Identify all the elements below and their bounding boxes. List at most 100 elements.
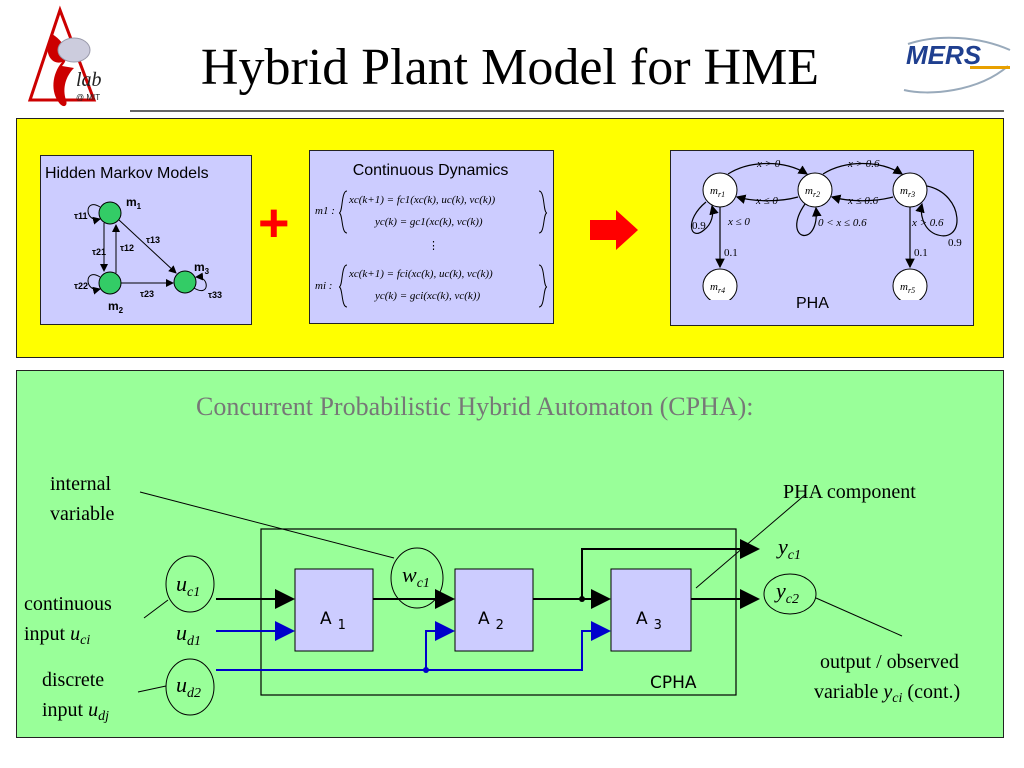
pha-prob-r1-r4: 0.1 bbox=[724, 247, 738, 259]
uc1-ellipse bbox=[165, 555, 215, 613]
signal-uc1: uc1 bbox=[176, 571, 200, 600]
pha-edge-r2-r1 bbox=[735, 194, 799, 204]
continuous-input-label-2: input uci bbox=[24, 623, 90, 648]
wire-yc1 bbox=[581, 539, 760, 599]
hmm-diagram: m1 m3 m2 τ11 τ21 τ12 τ13 τ22 τ23 τ33 bbox=[74, 195, 222, 315]
brace-right-1 bbox=[538, 190, 548, 234]
mode1-output-eq: yc(k) = gc1(xc(k), vc(k)) bbox=[374, 216, 483, 228]
discrete-input-label-1: discrete bbox=[42, 669, 104, 691]
discrete-input-label-2: input udj bbox=[42, 699, 109, 724]
component-a1 bbox=[294, 568, 374, 652]
pha-guard-r2-r3: x > 0.6 bbox=[847, 158, 880, 170]
leader-internal-variable bbox=[139, 491, 395, 559]
pha-guard-r2-r1: x ≤ 0 bbox=[755, 195, 778, 207]
signal-ud2: ud2 bbox=[176, 672, 201, 701]
hmm-tau-23: τ23 bbox=[140, 289, 154, 299]
brace-left-2 bbox=[338, 264, 348, 308]
continuous-input-label-1: continuous bbox=[24, 593, 112, 615]
pha-mode-label-r5: mr5 bbox=[900, 281, 915, 295]
slide-title: Hybrid Plant Model for HME bbox=[200, 39, 820, 96]
pha-mode-label-r4: mr4 bbox=[710, 281, 725, 295]
pha-loop-r2 bbox=[796, 203, 822, 236]
signal-yc2: yc2 bbox=[774, 578, 799, 607]
pha-diagram: mr1 mr2 mr3 mr4 mr5 x > 0 x > 0.6 x ≤ 0 … bbox=[690, 158, 962, 300]
hmm-tau-11: τ11 bbox=[74, 211, 88, 221]
equations-ellipsis: ⋮ bbox=[428, 240, 439, 252]
pha-mode-r5 bbox=[892, 268, 928, 300]
output-label-2: variable yci (cont.) bbox=[814, 681, 960, 706]
hmm-state-m1 bbox=[98, 201, 122, 225]
signal-wc1: wc1 bbox=[402, 562, 430, 591]
plus-sign: + bbox=[258, 193, 290, 253]
mode1-state-eq: xc(k+1) = fc1(xc(k), uc(k), vc(k)) bbox=[348, 194, 495, 206]
leader-continuous-input bbox=[143, 599, 169, 619]
modei-state-eq: xc(k+1) = fci(xc(k), uc(k), vc(k)) bbox=[348, 268, 493, 280]
hmm-edge-13 bbox=[118, 219, 177, 274]
wire-ud2-branch bbox=[425, 621, 455, 670]
hmm-state-label-m3: m3 bbox=[194, 260, 210, 276]
modei-output-eq: yc(k) = gci(xc(k), vc(k)) bbox=[374, 290, 480, 302]
ilab-subtext: @ MIT bbox=[76, 93, 100, 102]
title-divider bbox=[130, 110, 1004, 112]
cpha-heading: Concurrent Probabilistic Hybrid Automato… bbox=[196, 392, 754, 421]
bottom-section-background bbox=[16, 370, 1004, 738]
signal-yc1: yc1 bbox=[776, 534, 801, 563]
hmm-self-loop-3 bbox=[193, 272, 207, 291]
pha-guard-r3-self: x > 0.6 bbox=[911, 217, 944, 229]
hmm-tau-22: τ22 bbox=[74, 281, 88, 291]
output-label-1: output / observed bbox=[820, 651, 959, 673]
pha-edge-r3-r2 bbox=[830, 194, 894, 204]
ud2-ellipse bbox=[165, 658, 215, 716]
junction-dot-blue bbox=[423, 667, 429, 673]
wc1-ellipse bbox=[390, 547, 444, 609]
hmm-state-label-m2: m2 bbox=[108, 299, 124, 315]
pha-prob-r3-self: 0.9 bbox=[948, 237, 962, 249]
hmm-state-m2 bbox=[98, 271, 122, 295]
signal-ud1: ud1 bbox=[176, 620, 201, 649]
pha-guard-r1-self: x ≤ 0 bbox=[727, 216, 750, 228]
brace-right-2 bbox=[538, 264, 548, 308]
cpha-boundary bbox=[260, 528, 737, 696]
hmm-panel bbox=[40, 155, 252, 325]
pha-guard-r1-r2: x > 0 bbox=[756, 158, 781, 170]
pha-guard-r3-r2: x ≤ 0.6 bbox=[847, 195, 879, 207]
internal-variable-label-1: internal bbox=[50, 473, 112, 495]
hmm-tau-21: τ21 bbox=[92, 247, 106, 257]
pha-label: PHA bbox=[796, 295, 829, 312]
internal-variable-label-2: variable bbox=[50, 503, 115, 525]
leader-discrete-input bbox=[137, 685, 167, 693]
right-arrow-icon bbox=[590, 210, 638, 250]
yc2-ellipse bbox=[763, 573, 817, 615]
hmm-self-loop-1 bbox=[87, 204, 101, 225]
mers-logo: MERS bbox=[903, 36, 1011, 94]
hmm-tau-13: τ13 bbox=[146, 235, 160, 245]
junction-dot bbox=[579, 596, 585, 602]
pha-mode-label-r2: mr2 bbox=[805, 185, 820, 199]
pha-component-label: PHA component bbox=[783, 481, 916, 503]
pha-prob-r1-self: 0.9 bbox=[692, 220, 706, 232]
component-a2 bbox=[454, 568, 534, 652]
wire-ud2 bbox=[216, 621, 611, 671]
cpha-box-label: CPHA bbox=[650, 673, 697, 693]
hmm-state-m3 bbox=[173, 270, 197, 294]
hmm-state-label-m1: m1 bbox=[126, 195, 142, 211]
mers-text: MERS bbox=[906, 40, 982, 70]
pha-loop-r3 bbox=[915, 185, 958, 237]
ilab-text: lab bbox=[76, 69, 102, 91]
leader-output bbox=[815, 597, 903, 637]
continuous-dynamics-equations: m1 : xc(k+1) = fc1(xc(k), uc(k), vc(k)) … bbox=[315, 190, 548, 308]
leader-pha-component bbox=[695, 493, 807, 589]
modei-label: mi : bbox=[315, 280, 332, 292]
continuous-dynamics-title: Continuous Dynamics bbox=[352, 162, 509, 179]
hmm-self-loop-2 bbox=[87, 274, 101, 295]
hmm-tau-12: τ12 bbox=[120, 243, 134, 253]
hmm-tau-33: τ33 bbox=[208, 290, 222, 300]
continuous-dynamics-panel bbox=[309, 150, 554, 324]
pha-edge-r2-r3 bbox=[822, 162, 904, 175]
pha-mode-label-r3: mr3 bbox=[900, 185, 915, 199]
component-a3 bbox=[610, 568, 692, 652]
